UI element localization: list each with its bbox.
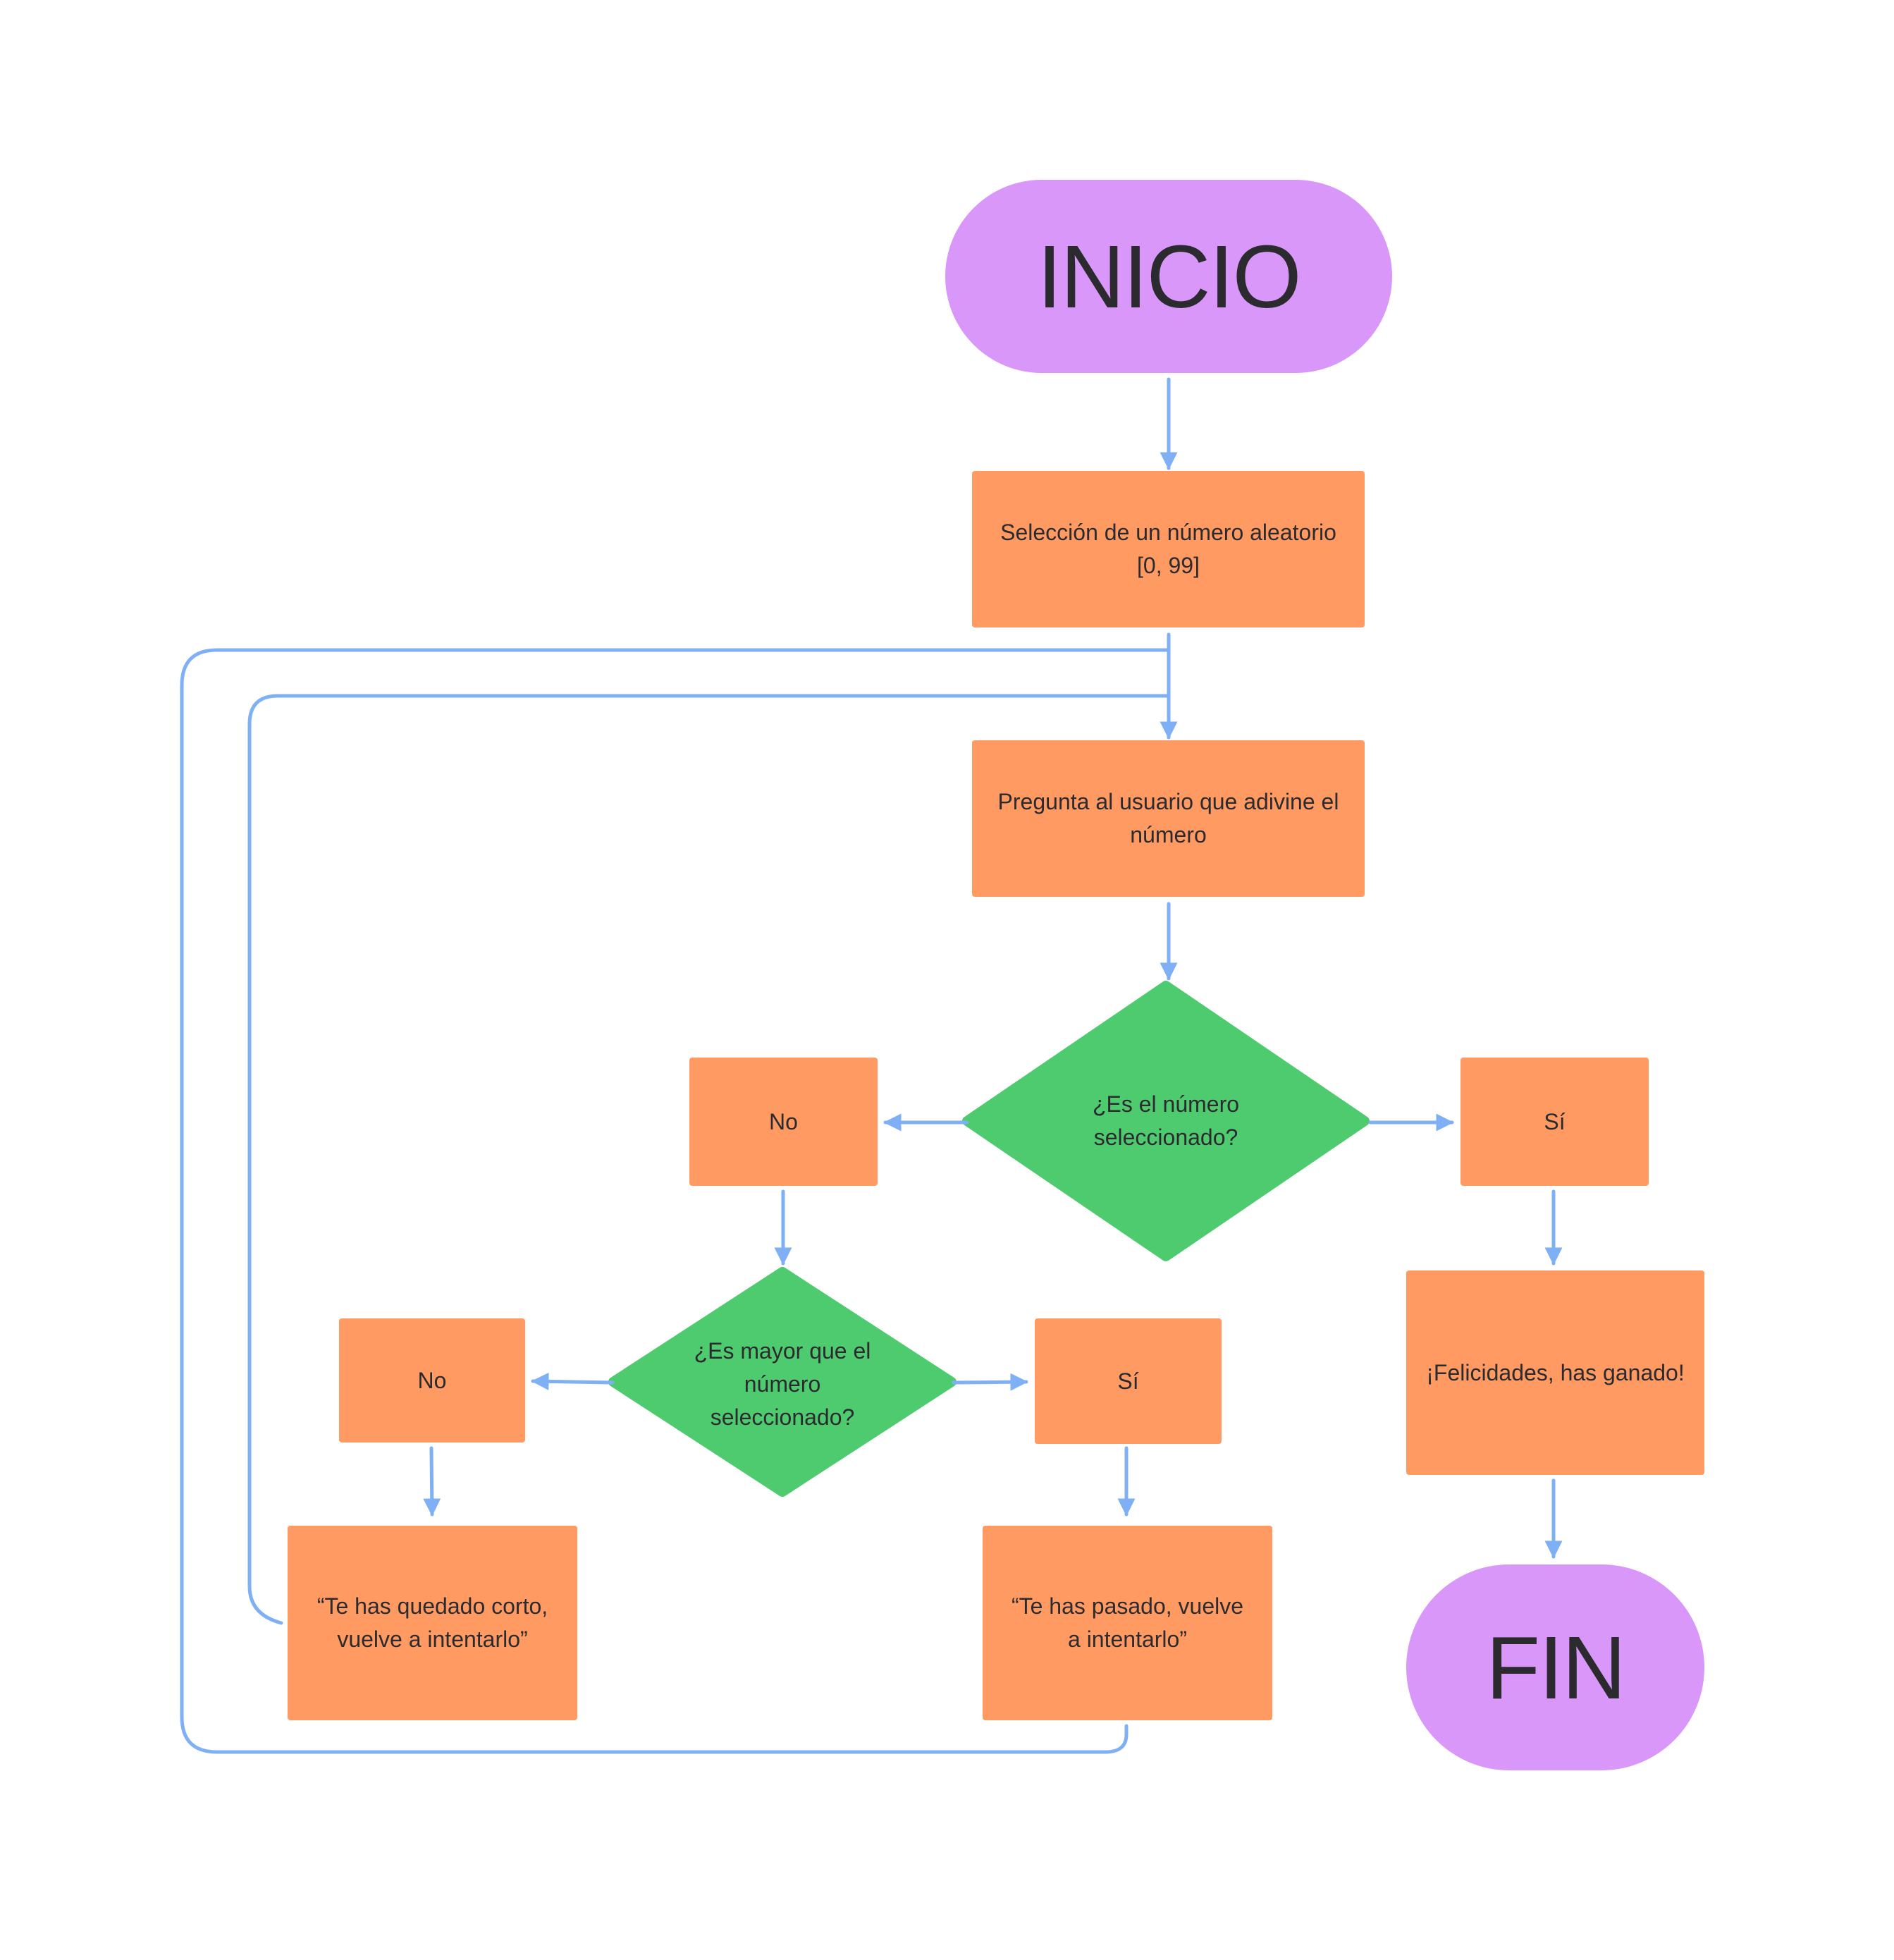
- equal-yes-label: Sí: [1544, 1108, 1566, 1134]
- end-label: FIN: [1486, 1617, 1626, 1717]
- loop-short-to-ask: [247, 694, 1171, 1625]
- decision-equal-label: ¿Es el número seleccionado?: [1092, 1091, 1240, 1150]
- equal-no-label: No: [769, 1108, 798, 1134]
- greater-no-label: No: [417, 1367, 447, 1393]
- msg-over-box: “Te has pasado, vuelve a intentarlo”: [983, 1526, 1272, 1720]
- msg-win-box: ¡Felicidades, has ganado!: [1406, 1270, 1704, 1475]
- end-terminal: FIN: [1406, 1564, 1704, 1770]
- decision-greater-shape: [608, 1267, 957, 1497]
- select-number-box: Selección de un número aleatorio [0, 99]: [972, 471, 1365, 627]
- msg-short-label: “Te has quedado corto, vuelve a intentar…: [316, 1593, 548, 1652]
- equal-yes-box: Sí: [1461, 1058, 1649, 1186]
- arrow-greater-to-no: [531, 1372, 615, 1390]
- msg-over-label: “Te has pasado, vuelve a intentarlo”: [1011, 1593, 1244, 1652]
- msg-short-box: “Te has quedado corto, vuelve a intentar…: [288, 1526, 577, 1720]
- ask-user-label: Pregunta al usuario que adivine el númer…: [997, 789, 1339, 847]
- decision-equal-shape: [962, 981, 1370, 1261]
- select-number-label: Selección de un número aleatorio [0, 99]: [1000, 520, 1336, 578]
- arrow-greater-to-yes: [952, 1373, 1028, 1391]
- start-terminal: INICIO: [945, 180, 1392, 373]
- start-label: INICIO: [1037, 226, 1301, 326]
- greater-yes-label: Sí: [1117, 1368, 1139, 1394]
- greater-yes-box: Sí: [1035, 1318, 1222, 1444]
- ask-user-box: Pregunta al usuario que adivine el númer…: [972, 740, 1365, 897]
- decision-greater-label: ¿Es mayor que el número seleccionado?: [694, 1337, 871, 1430]
- msg-win-label: ¡Felicidades, has ganado!: [1426, 1359, 1685, 1385]
- loop-over-to-ask: [180, 648, 1171, 1754]
- arrow-no-to-short: [423, 1446, 441, 1517]
- greater-no-box: No: [339, 1318, 525, 1443]
- equal-no-box: No: [689, 1058, 878, 1186]
